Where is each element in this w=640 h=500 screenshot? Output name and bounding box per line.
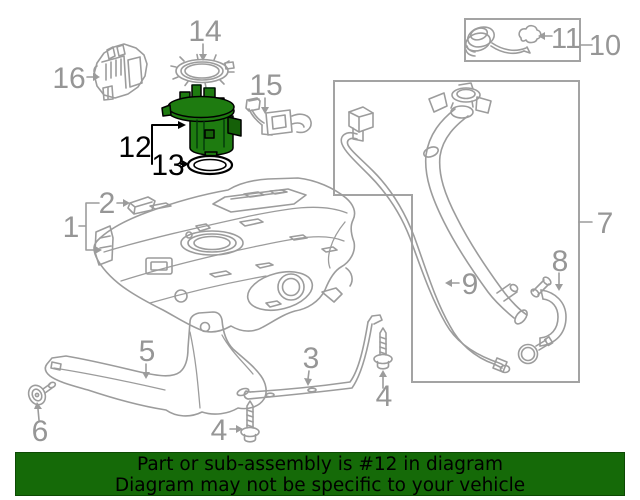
- o-ring-drawing: [186, 154, 234, 176]
- callout-13: 13: [151, 149, 184, 182]
- callout-1: 1: [63, 211, 80, 244]
- lock-ring-drawing: [170, 53, 235, 89]
- engine-control-part-2-drawing: [127, 196, 156, 215]
- hose-clamp-drawing: [517, 336, 554, 365]
- highlight-banner: Part or sub-assembly is #12 in diagram D…: [15, 452, 625, 496]
- callout-1-leader: [78, 202, 102, 254]
- fuel-cap-drawing: [465, 24, 542, 57]
- callout-15: 15: [249, 69, 282, 102]
- vent-tube-drawing: [340, 106, 511, 374]
- callout-14: 14: [188, 15, 221, 48]
- callout-11-leader: [538, 32, 553, 40]
- fuel-pump-module-drawing: [161, 84, 242, 159]
- callout-12-leader: [151, 121, 186, 165]
- callout-9-leader: [445, 279, 460, 287]
- callout-3-leader: [304, 370, 312, 386]
- callout-13-leader: [180, 160, 189, 168]
- callout-12: 12: [118, 131, 151, 164]
- harness-bracket-drawing: [245, 97, 312, 136]
- filler-pipe-box: [333, 80, 580, 383]
- callout-15-leader: [261, 97, 269, 114]
- push-pin-drawing: [27, 381, 57, 406]
- fuel-cap-box: [464, 18, 581, 62]
- banner-line-2: Diagram may not be specific to your vehi…: [114, 475, 526, 496]
- bracket-module-16-drawing: [93, 43, 148, 101]
- callout-8: 8: [552, 245, 569, 278]
- callout-6: 6: [32, 415, 49, 448]
- screw-drawing-bottom: [240, 400, 260, 443]
- callout-5-leader: [142, 363, 150, 379]
- fuel-tank-drawing: [93, 177, 356, 333]
- callout-8-leader: [555, 272, 563, 291]
- callout-3: 3: [303, 342, 320, 375]
- callout-4b-leader: [379, 370, 387, 389]
- callout-16-leader: [86, 73, 100, 81]
- callout-4b: 4: [376, 380, 393, 413]
- callout-7: 7: [597, 207, 614, 240]
- callout-4a: 4: [211, 414, 228, 447]
- callout-6-leader: [34, 402, 42, 421]
- callout-2: 2: [99, 187, 116, 220]
- callout-11: 11: [551, 23, 581, 55]
- callout-5: 5: [139, 335, 156, 368]
- callout-10: 10: [589, 30, 621, 62]
- screw-drawing-right: [373, 327, 393, 370]
- callout-4a-leader: [229, 425, 243, 433]
- callout-14-leader: [199, 43, 207, 61]
- callout-16: 16: [52, 62, 85, 95]
- heat-shield-drawing: [44, 311, 267, 417]
- filler-pipe-drawing: [423, 82, 528, 325]
- callout-9: 9: [462, 268, 479, 301]
- callout-2-leader: [116, 199, 130, 207]
- banner-line-1: Part or sub-assembly is #12 in diagram: [137, 454, 503, 475]
- tank-strap-drawing: [243, 314, 383, 400]
